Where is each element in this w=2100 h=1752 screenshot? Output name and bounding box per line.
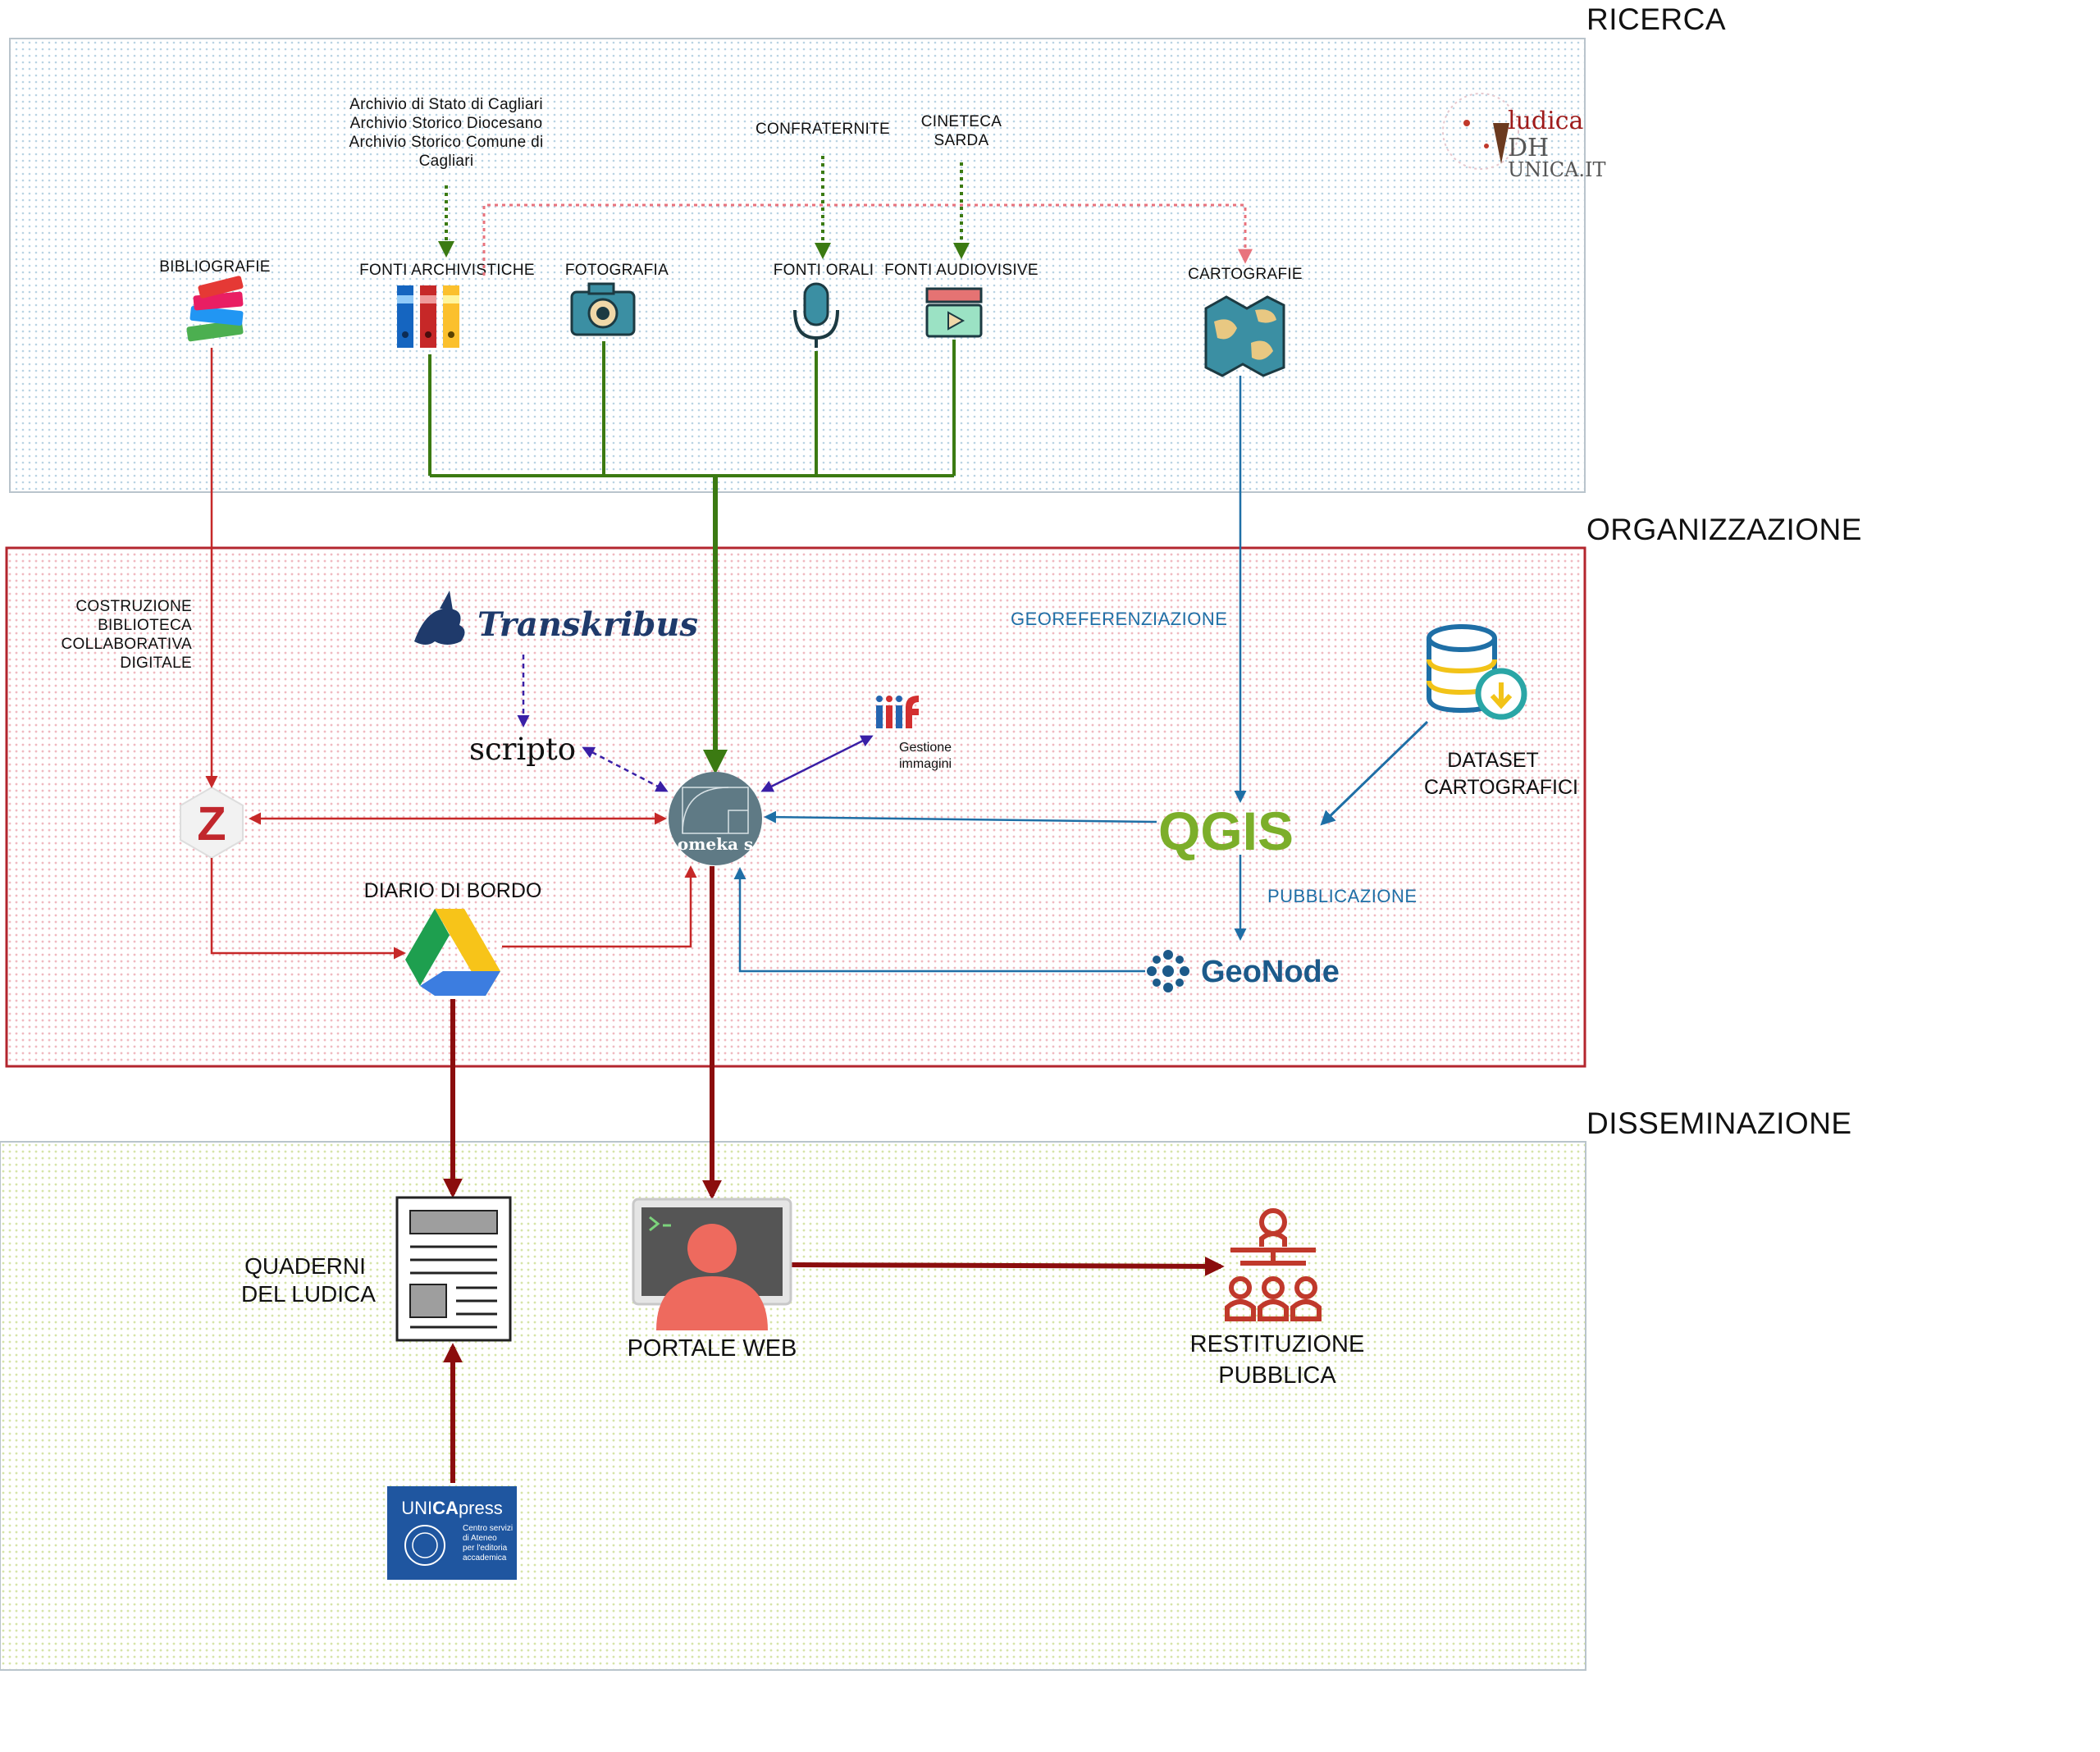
public-audience-icon [1225, 1208, 1322, 1321]
binders-icon [397, 285, 459, 348]
newspaper-icon [395, 1196, 512, 1342]
geonode-to-omeka-arrow [733, 867, 1145, 973]
svg-text:per l'editoria: per l'editoria [463, 1544, 508, 1553]
svg-text:Gestione: Gestione [899, 741, 952, 755]
qgis-logo: QGIS [1158, 801, 1294, 861]
bibliografie-label: BIBLIOGRAFIE [159, 258, 271, 276]
svg-text:PUBBLICA: PUBBLICA [1218, 1362, 1336, 1389]
geonode-logo: GeoNode [1147, 950, 1340, 992]
svg-text:RESTITUZIONE: RESTITUZIONE [1190, 1331, 1365, 1357]
svg-text:Transkribus: Transkribus [477, 605, 698, 644]
fonti-orali-label: FONTI ORALI [774, 262, 874, 279]
svg-text:Archivio Storico Diocesano: Archivio Storico Diocesano [350, 115, 543, 132]
books-icon [186, 276, 244, 342]
svg-text:Archivio Storico Comune di: Archivio Storico Comune di [349, 134, 544, 151]
transkribus-logo: Transkribus [414, 591, 698, 645]
svg-text:Z: Z [197, 797, 226, 851]
green-source-connectors [428, 340, 956, 477]
zotero-logo: Z [180, 786, 244, 860]
svg-text:COLLABORATIVA: COLLABORATIVA [62, 636, 192, 653]
svg-text:DH: DH [1508, 134, 1549, 162]
iiif-omeka-arrow [760, 735, 874, 792]
scripto-logo: scripto [469, 732, 576, 767]
portale-to-restituzione-arrow [790, 1256, 1225, 1276]
svg-text:Archivio di Stato di Cagliari: Archivio di Stato di Cagliari [349, 96, 543, 113]
omeka-s-logo: omeka s [669, 772, 762, 865]
georeferenziazione-label: GEOREFERENZIAZIONE [1011, 609, 1227, 629]
svg-text:UNICA.IT: UNICA.IT [1508, 158, 1606, 181]
svg-text:CINETECA: CINETECA [921, 113, 1002, 130]
google-drive-icon [405, 909, 500, 996]
svg-text:SARDA: SARDA [934, 132, 989, 149]
svg-text:Cagliari: Cagliari [419, 153, 474, 170]
confraternite-label: CONFRATERNITE [756, 121, 890, 138]
svg-text:GeoNode: GeoNode [1201, 955, 1340, 989]
video-clapper-icon [925, 287, 983, 338]
portale-label: PORTALE WEB [628, 1335, 797, 1362]
unicapress-logo: UNICApress Centro servizi di Ateneo per … [387, 1486, 517, 1580]
svg-text:DATASET: DATASET [1447, 749, 1539, 772]
section-title-organizzazione: ORGANIZZAZIONE [1586, 513, 1862, 546]
qgis-to-omeka-arrow [764, 810, 1157, 824]
svg-text:COSTRUZIONE: COSTRUZIONE [75, 598, 192, 615]
green-dotted-arrows [438, 156, 970, 259]
cineteca-label: CINETECA SARDA [921, 113, 1002, 149]
cartografie-label: CARTOGRAFIE [1188, 266, 1303, 283]
archives-label: Archivio di Stato di Cagliari Archivio S… [349, 96, 544, 170]
fonti-archivistiche-label: FONTI ARCHIVISTICHE [359, 262, 535, 279]
svg-text:DIGITALE: DIGITALE [120, 655, 192, 672]
dataset-to-qgis-arrow [1320, 720, 1429, 826]
quaderni-label: QUADERNI DEL LUDICA [241, 1253, 376, 1307]
pubblicazione-label: PUBBLICAZIONE [1267, 886, 1418, 906]
svg-text:di Ateneo: di Ateneo [463, 1534, 497, 1543]
dataset-label: DATASET CARTOGRAFICI [1424, 749, 1578, 799]
diario-label: DIARIO DI BORDO [364, 879, 542, 902]
svg-text:BIBLIOTECA: BIBLIOTECA [98, 617, 192, 634]
section-title-disseminazione: DISSEMINAZIONE [1586, 1106, 1852, 1140]
svg-text:UNICApress: UNICApress [401, 1498, 502, 1518]
svg-text:immagini: immagini [899, 757, 952, 771]
drive-to-omeka-arrow [502, 865, 697, 948]
svg-text:omeka s: omeka s [678, 834, 753, 854]
organizzazione-panel [5, 546, 1586, 1068]
svg-text:Centro servizi: Centro servizi [463, 1524, 513, 1533]
map-icon [1204, 295, 1285, 377]
ricerca-panel [9, 38, 1586, 493]
svg-text:DEL LUDICA: DEL LUDICA [241, 1281, 376, 1307]
fotografia-label: FOTOGRAFIA [565, 262, 669, 279]
camera-icon [570, 282, 636, 336]
scripto-to-omeka-arrow [582, 746, 669, 792]
gestione-immagini-label: Gestione immagini [899, 741, 952, 771]
restituzione-label: RESTITUZIONE PUBBLICA [1190, 1331, 1365, 1389]
costruzione-label: COSTRUZIONE BIBLIOTECA COLLABORATIVA DIG… [62, 598, 192, 672]
svg-text:accademica: accademica [463, 1554, 507, 1563]
disseminazione-panel [0, 1141, 1586, 1671]
zotero-to-drive-arrow [210, 858, 406, 960]
svg-text:CARTOGRAFICI: CARTOGRAFICI [1424, 776, 1578, 799]
svg-text:QGIS: QGIS [1158, 801, 1294, 861]
svg-text:ludica: ludica [1508, 107, 1584, 135]
iiif-logo [876, 696, 919, 728]
microphone-icon [793, 282, 839, 348]
database-icon [1427, 624, 1527, 720]
ludica-logo: ludica DH UNICA.IT [1442, 93, 1606, 181]
fonti-audiovisive-label: FONTI AUDIOVISIVE [884, 262, 1039, 279]
web-portal-user-icon [632, 1198, 792, 1330]
svg-text:QUADERNI: QUADERNI [244, 1253, 366, 1279]
section-title-ricerca: RICERCA [1586, 2, 1726, 36]
pink-dotted-arrow [482, 203, 1253, 276]
